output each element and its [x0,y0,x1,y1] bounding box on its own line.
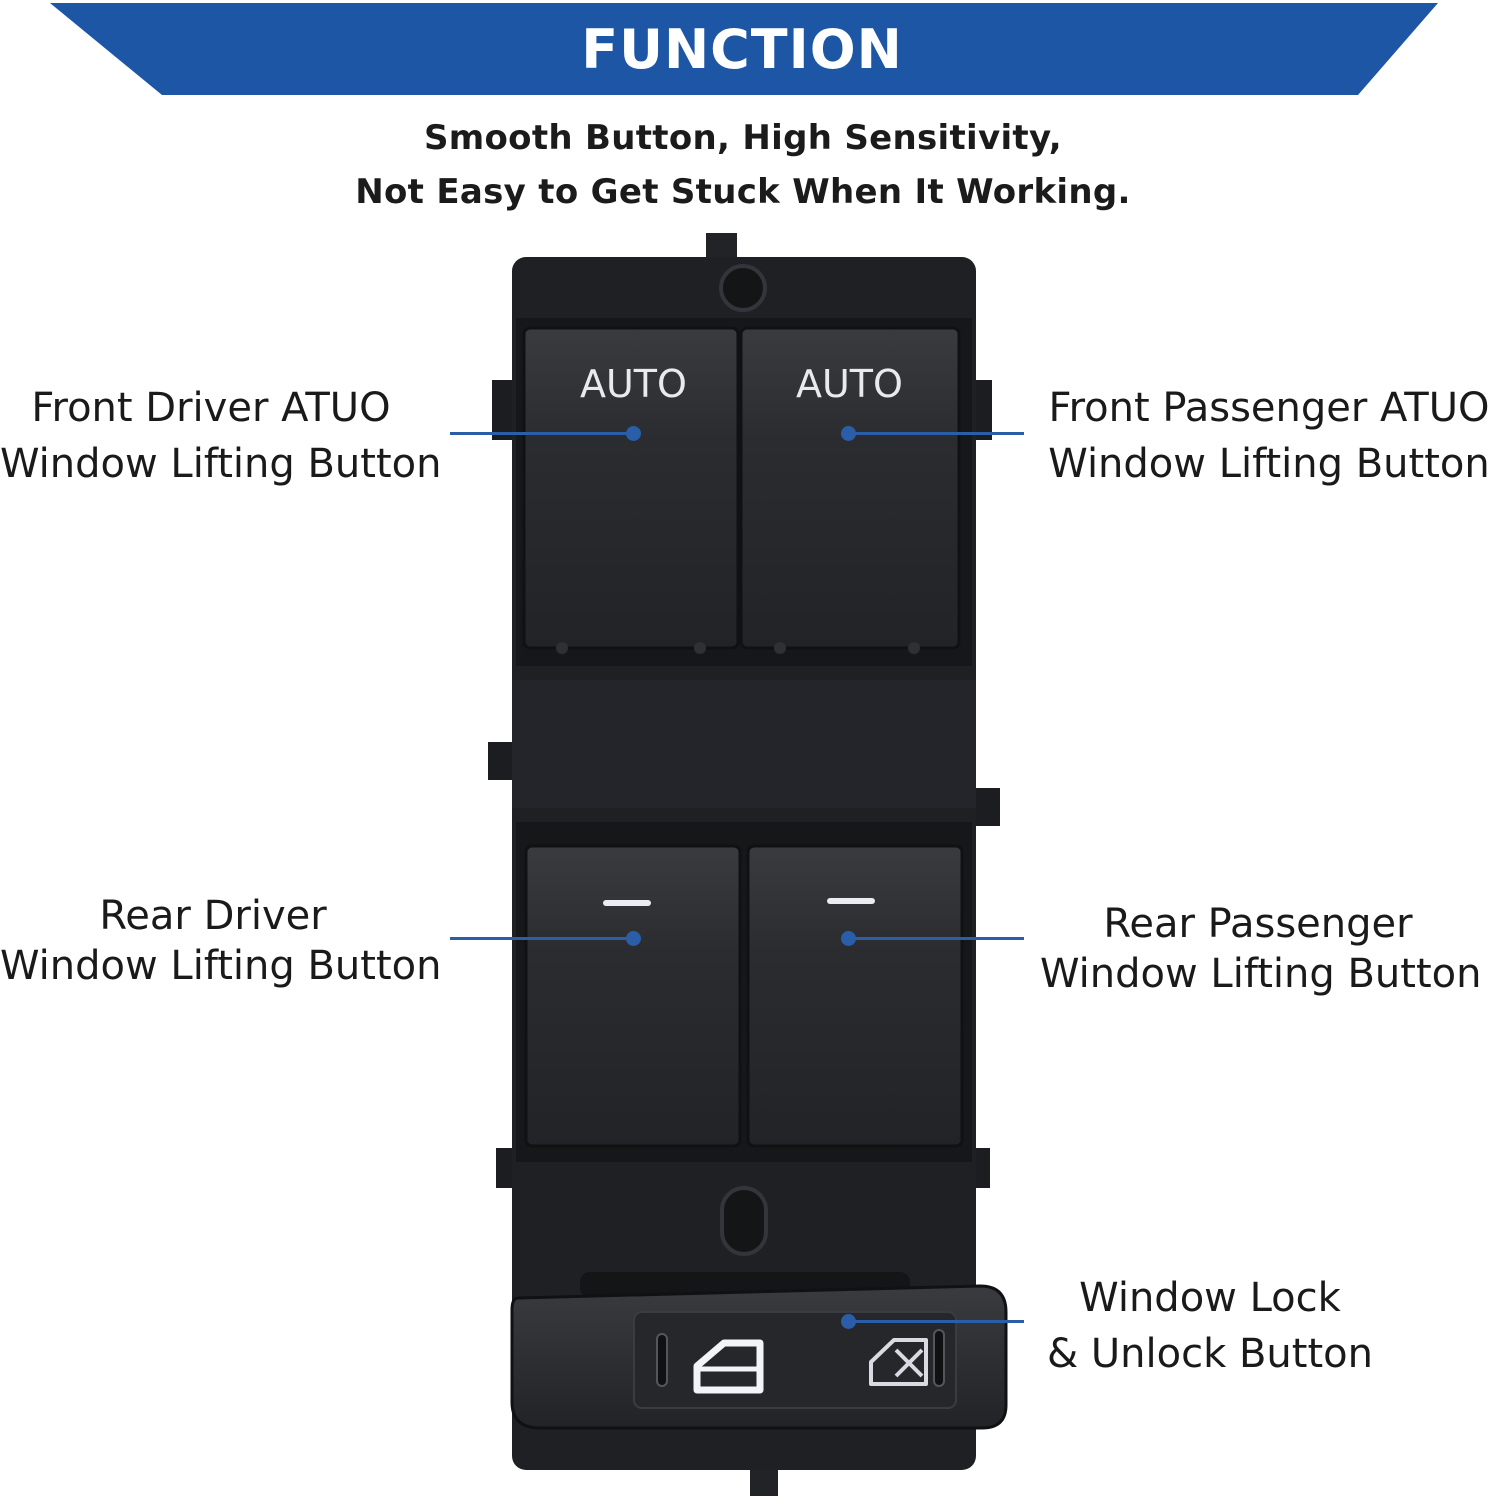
window-lock-leader-dot [841,1314,856,1329]
window-lock-leader-line [848,1320,1024,1323]
function-banner [50,3,1438,95]
window-lock-callout-line-2: & Unlock Button [1047,1331,1373,1377]
front-passenger-leader-dot [841,426,856,441]
front-driver-auto-button[interactable] [524,328,738,648]
rear-driver-leader-dot [626,931,641,946]
rear-passenger-callout-line-1: Rear Passenger [1103,901,1413,947]
rear-passenger-leader-dot [841,931,856,946]
front-passenger-callout-line-1: Front Passenger ATUO [1048,385,1490,431]
front-driver-leader-dot [626,426,641,441]
subtitle-line-2: Not Easy to Get Stuck When It Working. [355,172,1131,212]
front-passenger-callout-line-2: Window Lifting Button [1048,441,1490,487]
front-driver-callout-line-2: Window Lifting Button [0,441,442,487]
window-lock-callout: Window Lock & Unlock Button [1040,1270,1380,1382]
rear-driver-leader-line [450,937,634,940]
front-passenger-leader-line [848,432,1024,435]
rear-driver-callout-line-1: Rear Driver [99,893,327,939]
front-passenger-auto-button[interactable] [741,328,959,648]
window-lock-icon [869,1338,928,1386]
banner-title: FUNCTION [581,18,903,81]
rear-driver-button[interactable] [526,846,740,1146]
rear-passenger-leader-line [848,937,1024,940]
window-lock-callout-line-1: Window Lock [1079,1275,1341,1321]
rear-passenger-callout: Rear Passenger Window Lifting Button [1040,896,1482,997]
rear-driver-callout: Rear Driver Window Lifting Button [0,888,442,989]
front-driver-callout-line-1: Front Driver ATUO [31,385,391,431]
front-passenger-callout: Front Passenger ATUO Window Lifting Butt… [1040,380,1498,492]
window-unlock-icon [693,1339,764,1394]
front-driver-auto-label: AUTO [580,362,687,406]
rear-passenger-callout-line-2: Window Lifting Button [1040,951,1482,997]
window-lock-button[interactable] [634,1312,956,1408]
subtitle-line-1: Smooth Button, High Sensitivity, [423,118,1063,158]
front-driver-callout: Front Driver ATUO Window Lifting Button [0,380,442,492]
front-driver-leader-line [450,432,634,435]
rear-driver-callout-line-2: Window Lifting Button [0,943,442,989]
rear-passenger-button[interactable] [748,846,962,1146]
front-passenger-auto-label: AUTO [796,362,903,406]
